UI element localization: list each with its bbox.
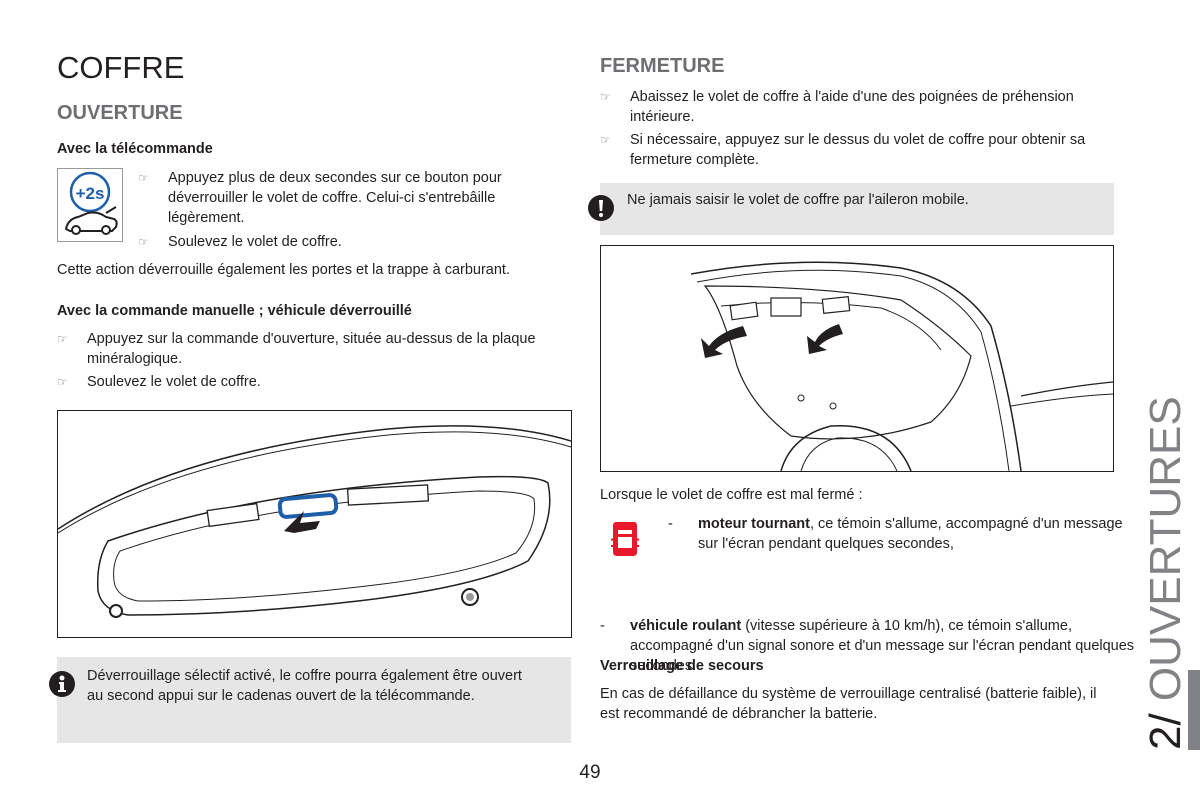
section-ouverture-heading: OUVERTURE: [57, 102, 183, 124]
remote-note: Cette action déverrouille également les …: [57, 262, 510, 278]
bullet-hand-icon: ☞: [57, 332, 68, 346]
info-box: Déverrouillage sélectif activé, le coffr…: [49, 657, 571, 743]
warning-text: Ne jamais saisir le volet de coffre par …: [627, 192, 969, 208]
bullet-hand-icon: ☞: [57, 375, 68, 389]
remote-button-icon: +2s: [57, 168, 123, 242]
list-item: ☞Abaissez le volet de coffre à l'aide d'…: [600, 89, 1074, 125]
bullet-hand-icon: ☞: [138, 171, 149, 185]
remote-heading: Avec la télécommande: [57, 141, 213, 157]
bullet-hand-icon: ☞: [600, 90, 611, 104]
warning-box: Ne jamais saisir le volet de coffre par …: [588, 183, 1114, 235]
warning-icon: [588, 195, 614, 221]
manual-heading: Avec la commande manuelle ; véhicule dév…: [57, 303, 412, 319]
list-item: ☞Soulevez le volet de coffre.: [138, 234, 342, 250]
bad-close-intro: Lorsque le volet de coffre est mal fermé…: [600, 487, 863, 503]
emergency-heading: Verrouillage de secours: [600, 658, 764, 674]
trunk-handle-illustration: [57, 410, 572, 638]
section-fermeture-heading: FERMETURE: [600, 55, 725, 77]
engine-running-item: -moteur tournant, ce témoin s'allume, ac…: [668, 516, 1123, 552]
vehicle-moving-item: -véhicule roulant (vitesse supérieure à …: [600, 618, 1135, 674]
list-item: ☞Si nécessaire, appuyez sur le dessus du…: [600, 132, 1086, 168]
list-item: ☞Soulevez le volet de coffre.: [57, 374, 261, 390]
remote-icon-label: +2s: [76, 184, 105, 203]
page-title: COFFRE: [57, 50, 185, 85]
chapter-side-title: 2/ OUVERTURES: [1141, 396, 1190, 750]
list-item: ☞Appuyez sur la commande d'ouverture, si…: [57, 331, 536, 367]
list-item: ☞Appuyez plus de deux secondes sur ce bo…: [138, 170, 502, 226]
chapter-tab-marker: [1188, 670, 1200, 750]
info-text: Déverrouillage sélectif activé, le coffr…: [87, 668, 522, 704]
trunk-closing-illustration: [600, 245, 1114, 472]
bullet-hand-icon: ☞: [600, 133, 611, 147]
open-trunk-warning-light-icon: [610, 520, 640, 558]
info-icon: [49, 671, 75, 697]
emergency-text: En cas de défaillance du système de verr…: [600, 686, 1097, 722]
bullet-hand-icon: ☞: [138, 235, 149, 249]
page-number: 49: [579, 762, 601, 783]
